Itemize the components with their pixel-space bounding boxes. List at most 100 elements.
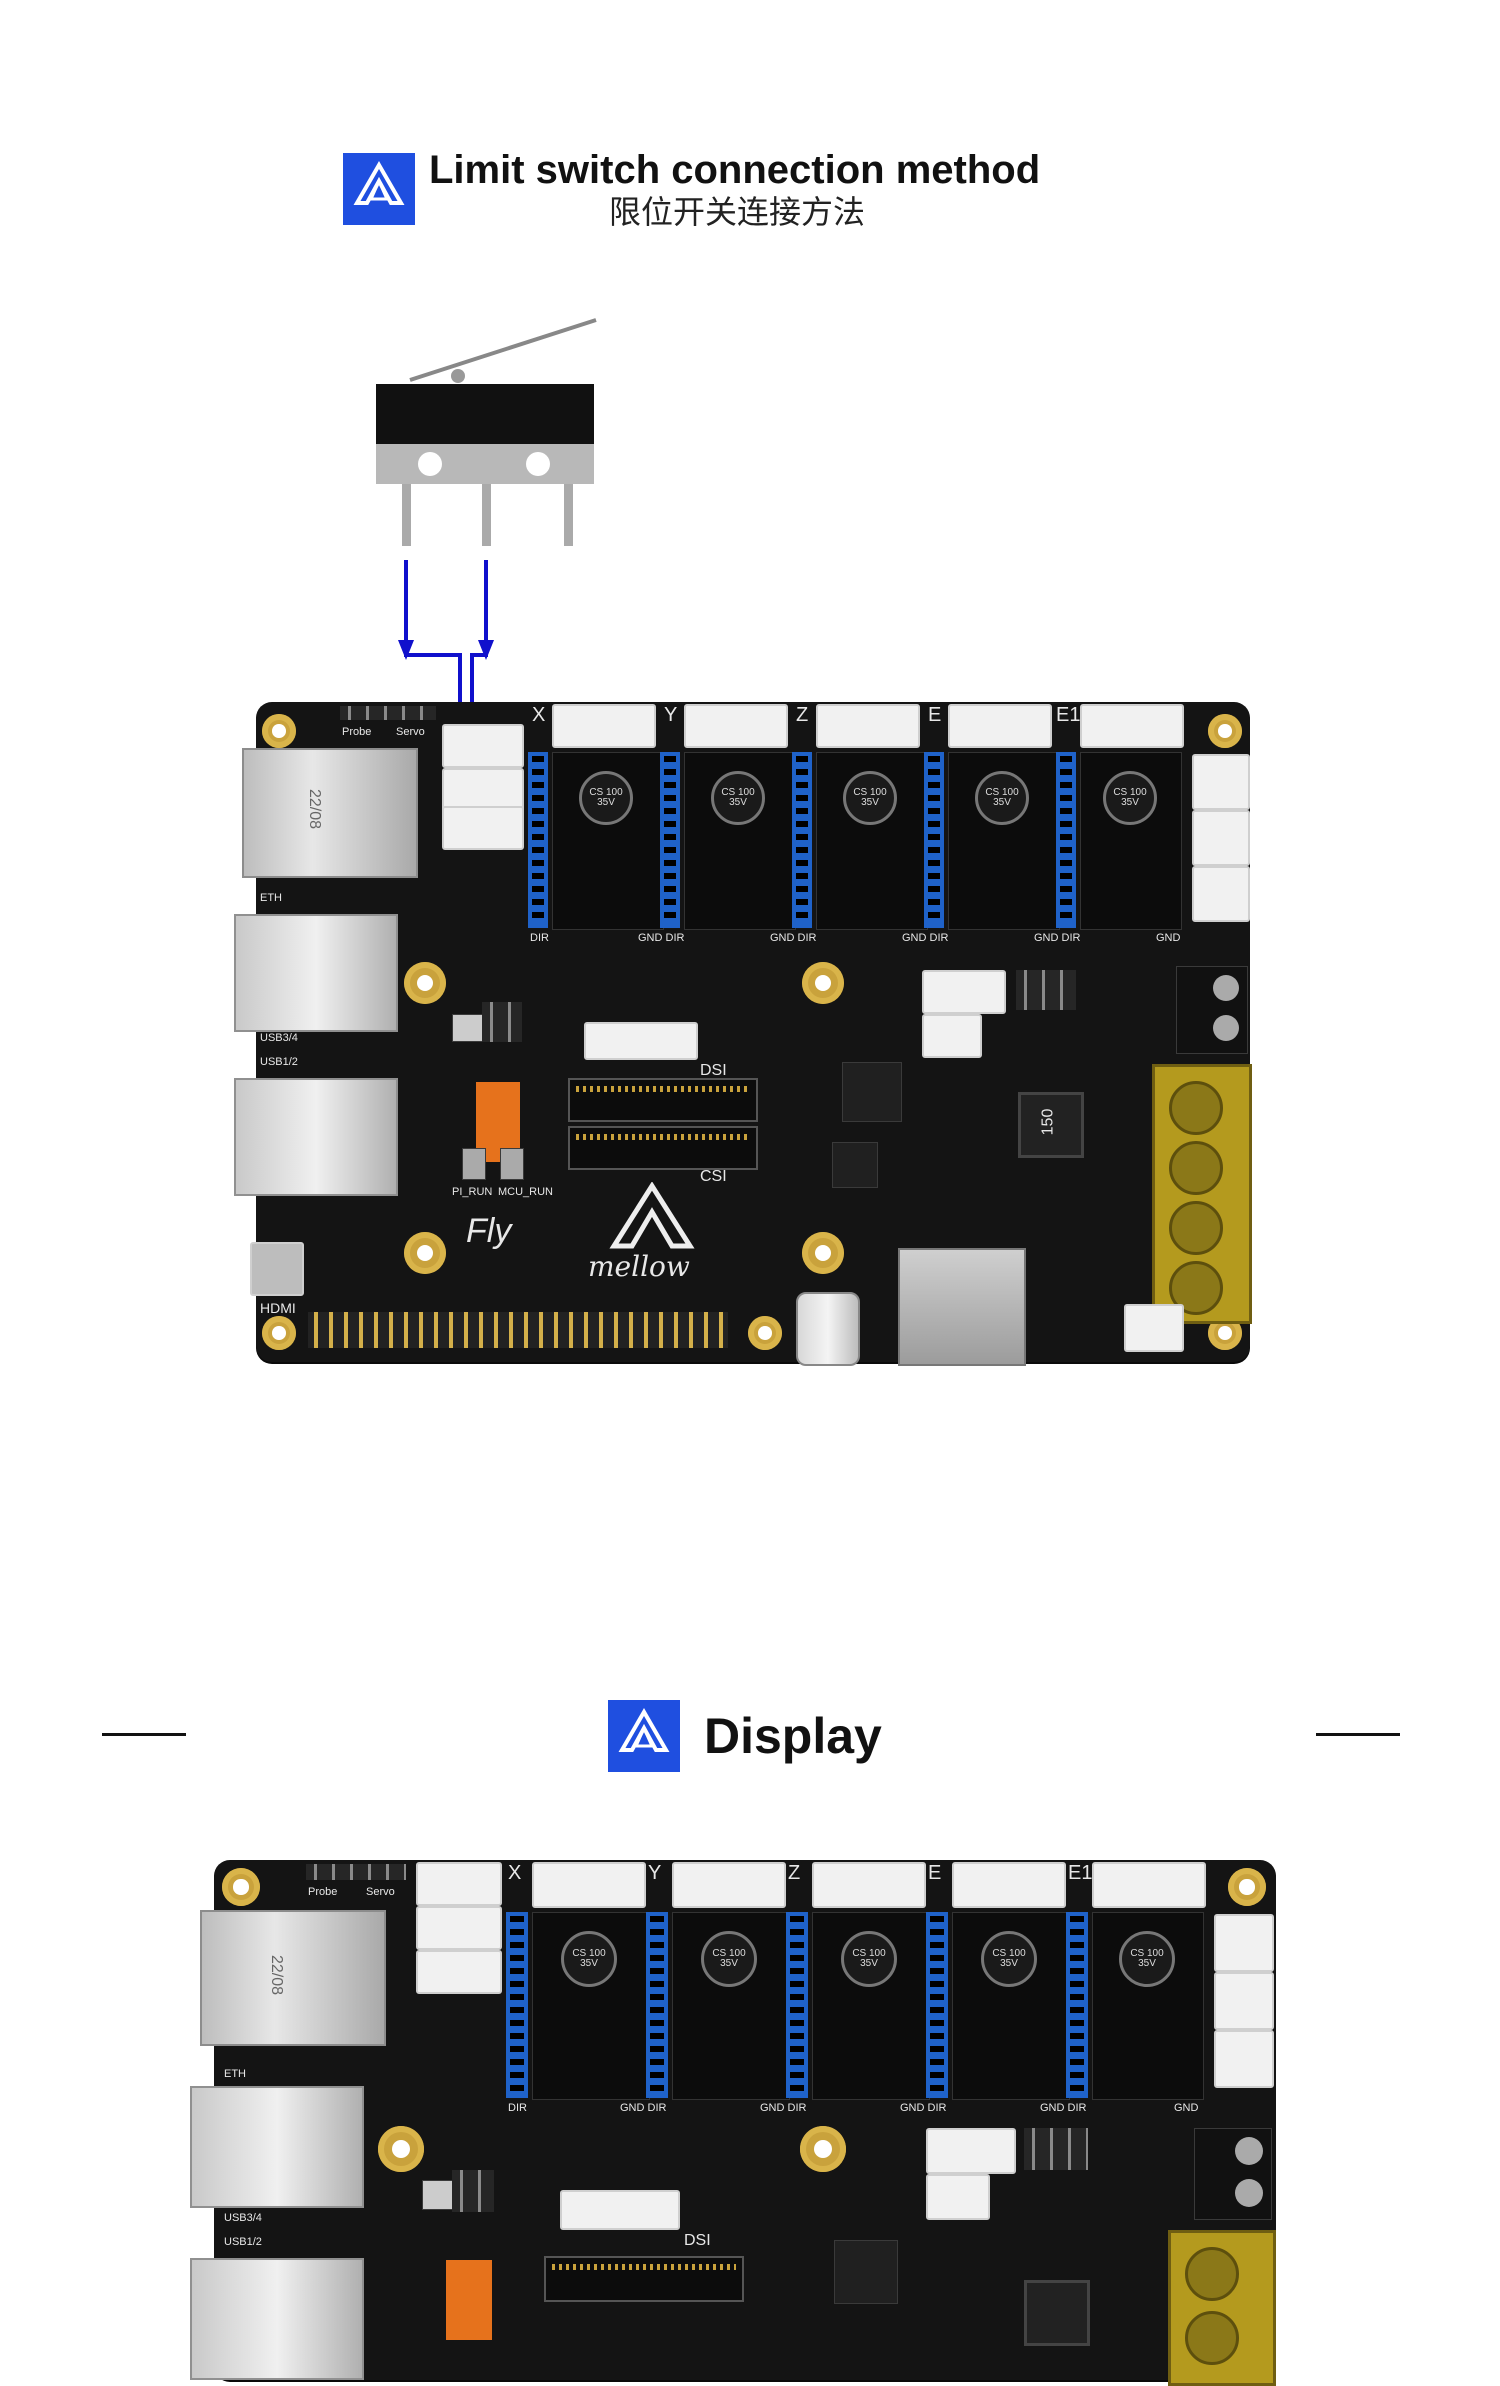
- mounting-hole: [378, 2126, 424, 2172]
- gnd-dir-label: GND DIR: [620, 2102, 667, 2114]
- probe-label: Probe: [308, 1886, 338, 1898]
- switch-lever: [409, 318, 597, 382]
- endstop-connector: [416, 1906, 502, 1950]
- mounting-hole: [222, 1868, 260, 1906]
- fly-board-top: Probe Servo 22/08 ETH USB3/4 USB1/2 HDMI…: [234, 702, 1252, 1366]
- mellow-board-logo-icon: [609, 1182, 695, 1249]
- rgb-connector: [922, 970, 1006, 1014]
- driver-header-e: [924, 752, 944, 928]
- fan-connector: [1192, 810, 1250, 866]
- axis-label-x: X: [532, 704, 546, 726]
- axis-label-e1: E1: [1068, 1862, 1093, 1884]
- gnd-dir-label: GND DIR: [760, 2102, 807, 2114]
- endstop-connector: [442, 724, 524, 768]
- sd-card-slot: [898, 1248, 1026, 1366]
- driver-header-y: [660, 752, 680, 928]
- global-en-jumper: [482, 1002, 522, 1042]
- usb34-port: [190, 2086, 364, 2208]
- mounting-hole: [802, 962, 844, 1004]
- mounting-hole: [1208, 714, 1242, 748]
- fly-logo: Fly: [466, 1212, 512, 1250]
- mellow-board-text: mellow: [588, 1250, 690, 1283]
- stepper-driver-e1: CS 100 35V: [1092, 1912, 1204, 2100]
- dir-label: DIR: [508, 2102, 527, 2114]
- fpc-connector: [560, 2190, 680, 2230]
- gpio-header: [308, 1312, 728, 1348]
- fan-connector: [1192, 754, 1250, 810]
- wire-left: [404, 560, 462, 730]
- driver-header-x: [528, 752, 548, 928]
- driver-header-x: [506, 1912, 528, 2098]
- switch-pin-com: [402, 484, 411, 546]
- csi-label: CSI: [700, 1168, 727, 1185]
- stepper-driver-e: CS 100 35V: [948, 752, 1060, 930]
- divider-right: [1316, 1733, 1400, 1736]
- limit-switch-diagram: [376, 318, 597, 739]
- display-title: Display: [704, 1708, 882, 1764]
- usb12-label: USB1/2: [224, 2236, 262, 2248]
- dsi-connector: [544, 2256, 744, 2302]
- cap-label: CS 100 35V: [712, 1948, 746, 1969]
- mellow-logo-icon: [343, 153, 415, 225]
- motor-connector-e1: [1092, 1862, 1206, 1908]
- dip-switch: [446, 2260, 492, 2340]
- driver-header-e1: [1066, 1912, 1088, 2098]
- section-subtitle: 限位开关连接方法: [609, 193, 866, 231]
- gnd-dir-label: GND DIR: [1040, 2102, 1087, 2114]
- rj45-code: 22/08: [268, 1954, 286, 1996]
- aux-header: [1016, 970, 1076, 1010]
- mounting-hole: [800, 2126, 846, 2172]
- rj45-code: 22/08: [306, 788, 324, 830]
- usb12-port: [190, 2258, 364, 2380]
- motor-connector-e1: [1080, 704, 1184, 748]
- rgb-connector: [926, 2128, 1016, 2174]
- stepper-driver-y: CS 100 35V: [672, 1912, 790, 2100]
- mcu-run-label: MCU_RUN: [498, 1186, 553, 1198]
- driver-header-e1: [1056, 752, 1076, 928]
- small-terminal: [1194, 2128, 1272, 2220]
- mcu-chip: [834, 2240, 898, 2304]
- mounting-hole: [404, 1232, 446, 1274]
- cap-label: CS 100 35V: [589, 787, 623, 808]
- global-en-jumper: [452, 2170, 494, 2212]
- cap-label: CS 100 35V: [721, 787, 755, 808]
- mounting-hole: [1228, 1868, 1266, 1906]
- motor-connector-x: [532, 1862, 646, 1908]
- limit-switch-header: Limit switch connection method 限位开关连接方法: [343, 150, 1040, 228]
- axis-label-z: Z: [796, 704, 809, 726]
- usb12-label: USB1/2: [260, 1056, 298, 1068]
- mounting-hole: [404, 962, 446, 1004]
- eth-label: ETH: [224, 2068, 246, 2080]
- usb34-label: USB3/4: [260, 1032, 298, 1044]
- switch-pin-nc: [482, 484, 491, 546]
- probe-servo-header: [340, 706, 436, 720]
- driver-chip: [832, 1142, 878, 1188]
- hdmi-label: HDMI: [260, 1300, 296, 1316]
- probe-servo-header: [306, 1864, 406, 1880]
- gnd-dir-label: GND DIR: [770, 932, 817, 944]
- ethernet-port: 22/08: [242, 748, 418, 878]
- motor-connector-z: [812, 1862, 926, 1908]
- pi-run-led: [462, 1148, 486, 1180]
- stepper-driver-e1: CS 100 35V: [1080, 752, 1182, 930]
- display-header: Display: [608, 1700, 882, 1772]
- gnd-dir-label: GND DIR: [902, 932, 949, 944]
- usb34-port: [234, 914, 398, 1032]
- etemp-connector: [922, 1014, 982, 1058]
- stepper-driver-e: CS 100 35V: [952, 1912, 1070, 2100]
- aux-header: [1024, 2128, 1088, 2170]
- cap-label: CS 100 35V: [852, 1948, 886, 1969]
- mounting-hole: [262, 1316, 296, 1350]
- stepper-driver-y: CS 100 35V: [684, 752, 796, 930]
- stepper-driver-x: CS 100 35V: [552, 752, 664, 930]
- fan-connector: [1192, 866, 1250, 922]
- mcu-run-led: [500, 1148, 524, 1180]
- servo-label: Servo: [396, 726, 425, 738]
- dsi-label: DSI: [700, 1062, 727, 1079]
- ethernet-port: 22/08: [200, 1910, 386, 2046]
- usb-c-port: [796, 1292, 860, 1366]
- inductor-label: 150: [1039, 1108, 1057, 1136]
- motor-connector-x: [552, 704, 656, 748]
- eth-label: ETH: [260, 892, 282, 904]
- fan-connector: [1214, 1914, 1274, 1972]
